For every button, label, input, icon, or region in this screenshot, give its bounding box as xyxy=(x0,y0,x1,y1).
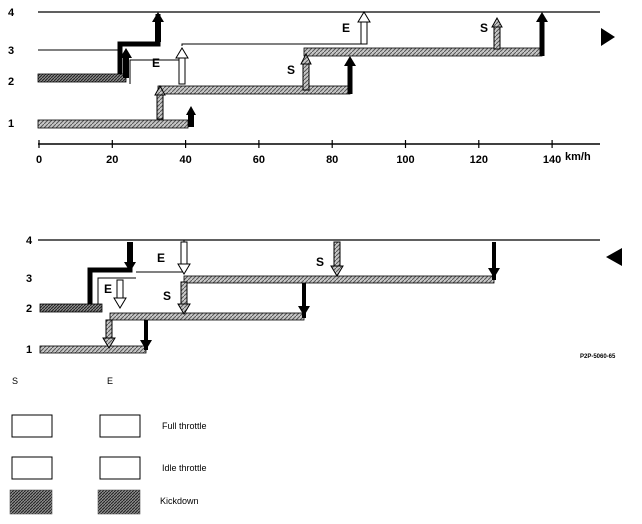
legend-full-swatch-e xyxy=(99,414,141,438)
arrow-down-kick-4 xyxy=(488,268,500,278)
d-full-gear1-bar xyxy=(39,345,147,354)
upshift-label-e2: E xyxy=(342,21,350,35)
legend-kick-swatch-s xyxy=(9,489,53,515)
legend-idle-swatch-e xyxy=(99,456,141,480)
x-tick-label-80: 80 xyxy=(326,154,338,166)
downshift-label-s2: S xyxy=(163,289,171,303)
downshift-panel: 4 3 2 1 xyxy=(26,235,622,360)
arrow-up-full-1 xyxy=(154,84,166,120)
arrow-up-kick-5 xyxy=(536,12,548,22)
d-kick-gear2-bar xyxy=(39,303,103,313)
kick-path-left xyxy=(38,14,161,81)
arrow-up-kick-3 xyxy=(186,106,196,127)
downshift-label-e2: E xyxy=(104,282,112,296)
arrow-down-full-3 xyxy=(330,241,344,277)
arrow-up-kick-1 xyxy=(152,12,164,42)
x-ticks: 0 20 40 60 80 100 120 140 xyxy=(36,140,561,166)
arrow-down-kick-2 xyxy=(140,340,152,350)
d-ytick-3: 3 xyxy=(26,273,32,285)
ytick-2: 2 xyxy=(8,76,14,88)
downshift-direction-arrow xyxy=(606,248,622,266)
legend: S E Full throttle Idle throttle Kickdown xyxy=(9,376,207,515)
downshift-label-s1: S xyxy=(316,255,324,269)
arrow-down-kick-1 xyxy=(124,242,136,272)
x-tick-label-100: 100 xyxy=(396,154,414,166)
legend-idle-swatch-s xyxy=(11,456,53,480)
legend-col-e: E xyxy=(107,376,113,386)
arrow-up-full-3 xyxy=(491,16,503,50)
upshift-direction-arrow xyxy=(601,28,615,46)
arrow-up-idle-1 xyxy=(175,47,189,85)
legend-idle-label: Idle throttle xyxy=(162,463,207,473)
arrow-down-idle-1 xyxy=(177,241,191,275)
x-tick-label-60: 60 xyxy=(253,154,265,166)
idle-1-2-3-line xyxy=(181,43,364,46)
legend-full-swatch-s xyxy=(11,414,53,438)
kick-gear2-bar xyxy=(37,73,127,83)
upshift-label-s2: S xyxy=(480,21,488,35)
arrow-down-full-1 xyxy=(177,281,191,315)
d-ytick-4: 4 xyxy=(26,235,33,247)
x-unit: km/h xyxy=(565,151,591,163)
downshift-label-e1: E xyxy=(157,251,165,265)
legend-full-label: Full throttle xyxy=(162,421,207,431)
arrow-down-full-2 xyxy=(102,319,116,349)
x-tick-label-20: 20 xyxy=(106,154,118,166)
legend-kick-label: Kickdown xyxy=(160,496,199,506)
d-full-gear2-bar xyxy=(109,312,305,321)
arrow-up-kick-4 xyxy=(344,56,356,66)
ytick-1: 1 xyxy=(8,118,14,130)
upshift-panel: 4 3 2 1 xyxy=(8,7,615,166)
upshift-label-e1: E xyxy=(152,56,160,70)
d-full-gear3-bar xyxy=(183,275,495,284)
d-ytick-2: 2 xyxy=(26,303,32,315)
arrow-down-idle-2 xyxy=(113,279,127,309)
ytick-3: 3 xyxy=(8,45,14,57)
arrow-up-idle-2 xyxy=(357,11,371,45)
d-ytick-1: 1 xyxy=(26,344,32,356)
x-tick-label-0: 0 xyxy=(36,154,42,166)
full-gear3-bar xyxy=(303,47,543,57)
figure-code: P2P-5060-65 xyxy=(580,354,616,360)
ytick-4: 4 xyxy=(8,7,15,19)
arrow-up-full-2 xyxy=(300,52,312,91)
x-tick-label-140: 140 xyxy=(543,154,561,166)
legend-kick-swatch-e xyxy=(97,489,141,515)
full-gear1-bar xyxy=(37,119,189,129)
full-gear2-bar xyxy=(157,85,351,95)
legend-col-s: S xyxy=(12,376,18,386)
x-tick-label-40: 40 xyxy=(179,154,191,166)
arrow-up-kick-2 xyxy=(120,48,132,78)
x-tick-label-120: 120 xyxy=(470,154,488,166)
d-idle-box-mid xyxy=(97,277,136,312)
arrow-down-kick-3 xyxy=(298,306,310,316)
upshift-label-s1: S xyxy=(287,63,295,77)
